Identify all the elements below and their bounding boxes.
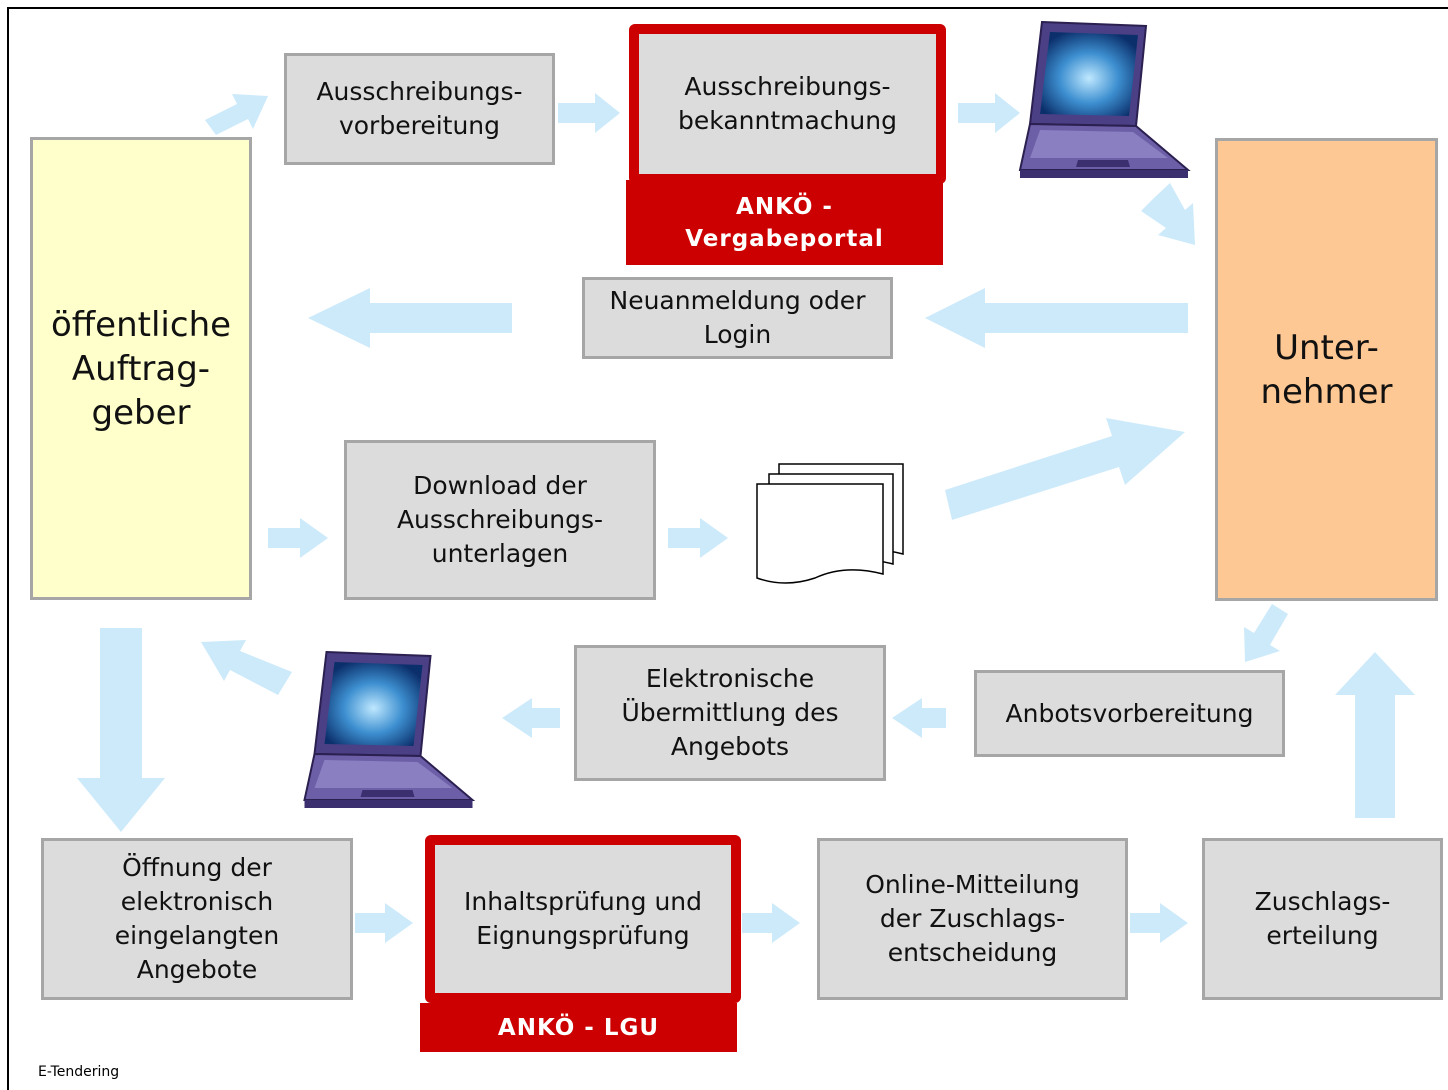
step-notification: Online-Mitteilung der Zuschlags- entsche… bbox=[817, 838, 1128, 1000]
arrow-bid-to-transmission bbox=[892, 698, 946, 738]
arrow-to-award bbox=[1130, 903, 1188, 943]
arrow-contractor-to-login bbox=[925, 288, 1188, 348]
step-bid-preparation: Anbotsvorbereitung bbox=[974, 670, 1285, 757]
arrow-laptop-to-client bbox=[201, 640, 292, 695]
step-preparation: Ausschreibungs- vorbereitung bbox=[284, 53, 555, 165]
laptop-icon bbox=[1018, 20, 1191, 178]
laptop-icon bbox=[303, 650, 476, 808]
step-login: Neuanmeldung oder Login bbox=[582, 277, 893, 359]
diagram-frame bbox=[7, 7, 1448, 1090]
arrow-to-download bbox=[268, 518, 328, 558]
step-transmission: Elektronische Übermittlung des Angebots bbox=[574, 645, 886, 781]
arrow-to-documents bbox=[668, 518, 728, 558]
step-download: Download der Ausschreibungs- unterlagen bbox=[344, 440, 656, 600]
arrow-to-preparation bbox=[205, 94, 268, 135]
step-award: Zuschlags- erteilung bbox=[1202, 838, 1443, 1000]
arrow-to-notification bbox=[742, 903, 800, 943]
arrow-to-announcement bbox=[558, 93, 620, 133]
arrow-award-to-contractor bbox=[1335, 652, 1415, 818]
banner-vergabeportal: ANKÖ - Vergabeportal bbox=[626, 180, 943, 265]
arrow-to-laptop-top bbox=[958, 93, 1020, 133]
arrow-login-to-client bbox=[308, 288, 512, 348]
banner-lgu: ANKÖ - LGU bbox=[420, 1003, 737, 1052]
arrow-client-to-opening bbox=[77, 628, 165, 832]
public-client-box: öffentliche Auftrag- geber bbox=[30, 137, 252, 600]
contractor-box: Unter- nehmer bbox=[1215, 138, 1438, 601]
step-examination: Inhaltsprüfung und Eignungsprüfung bbox=[425, 835, 741, 1003]
arrow-laptop-to-contractor bbox=[1141, 183, 1195, 245]
arrow-to-examination bbox=[355, 903, 413, 943]
step-announcement: Ausschreibungs- bekanntmachung bbox=[629, 24, 946, 184]
step-opening: Öffnung der elektronisch eingelangten An… bbox=[41, 838, 353, 1000]
arrow-documents-to-contractor bbox=[945, 418, 1185, 520]
caption: E-Tendering bbox=[38, 1064, 120, 1080]
arrow-transmission-to-laptop bbox=[502, 698, 560, 738]
arrow-contractor-to-bid bbox=[1244, 604, 1288, 662]
documents-icon bbox=[756, 463, 904, 584]
